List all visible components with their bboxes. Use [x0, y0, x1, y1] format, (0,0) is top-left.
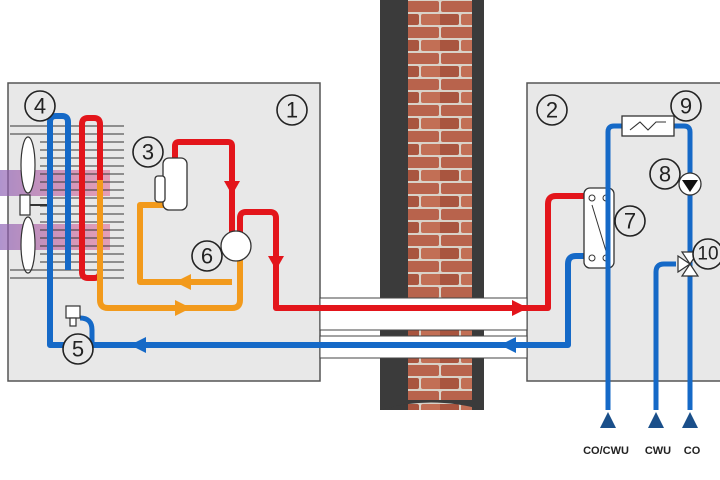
callout-2-text: 2: [546, 98, 558, 123]
callout-9: 9: [670, 90, 702, 122]
callout-5-text: 5: [72, 337, 84, 362]
callout-8-text: 8: [659, 162, 671, 187]
red-hot-line-2: [237, 209, 527, 311]
red-hot-line: [172, 139, 235, 240]
callout-10-text: 10: [697, 244, 718, 265]
callout-1-text: 1: [286, 98, 298, 123]
blue-arrow-2: [500, 337, 516, 353]
red-coil: [79, 115, 103, 281]
blue-arrow: [130, 337, 146, 353]
water-line-2: [674, 123, 693, 410]
compressor-icon: [154, 157, 188, 211]
callout-4: 4: [24, 90, 56, 122]
callout-5: 5: [62, 333, 94, 365]
callout-4-text: 4: [34, 94, 46, 119]
outlet-arrow-co-cwu: [600, 412, 616, 428]
indoor-red-line: [527, 193, 586, 311]
outlet-arrow-co: [682, 412, 698, 428]
callout-3: 3: [132, 136, 164, 168]
valve-line: [79, 315, 95, 345]
blue-return-line: [47, 113, 527, 348]
callout-6: 6: [191, 240, 223, 272]
outlet-arrow-cwu: [648, 412, 664, 428]
outlet-label-cwu: CWU: [645, 445, 671, 457]
callout-1: 1: [276, 94, 308, 126]
callout-6-text: 6: [201, 244, 213, 269]
orange-arrow-2: [175, 300, 191, 316]
red-arrow-2: [268, 256, 284, 270]
outlet-label-co-cwu: CO/CWU: [583, 445, 629, 457]
red-arrow-1: [224, 181, 240, 195]
callout-2: 2: [536, 94, 568, 126]
connection-pipes: [319, 297, 528, 359]
water-line-cwu: [653, 261, 676, 410]
red-arrow-3: [512, 300, 528, 316]
expansion-valve-icon: [65, 305, 81, 327]
water-supply-line: [605, 123, 622, 410]
reversing-valve-icon: [220, 230, 252, 262]
callout-7-text: 7: [624, 209, 636, 234]
orange-line: [97, 180, 243, 311]
outlet-label-co: CO: [684, 445, 701, 457]
circulation-pump-icon: [678, 172, 702, 196]
callout-7: 7: [614, 205, 646, 237]
callout-10: 10: [692, 238, 720, 270]
orange-arrow: [175, 274, 191, 290]
fan-icon: [19, 136, 48, 274]
callout-8: 8: [649, 158, 681, 190]
indoor-blue-line: [527, 253, 586, 348]
callout-9-text: 9: [680, 94, 692, 119]
callout-3-text: 3: [142, 140, 154, 165]
electric-heater-icon: [621, 115, 675, 137]
